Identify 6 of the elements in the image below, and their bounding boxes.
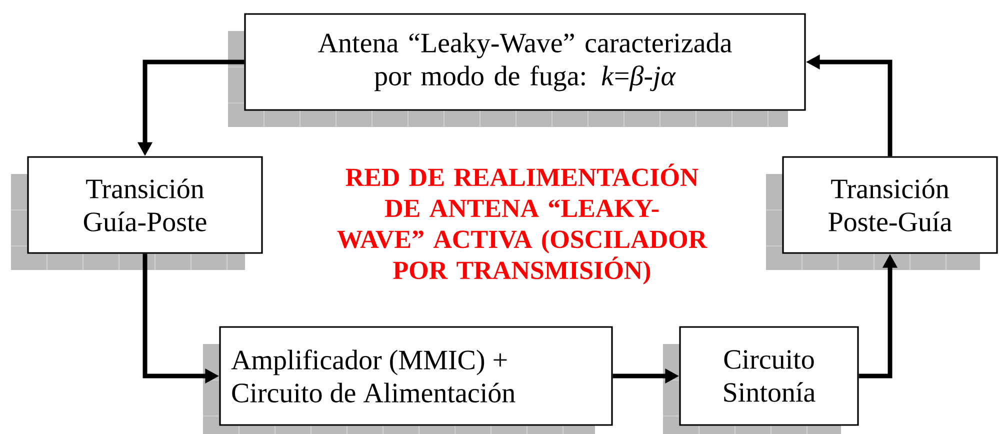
process-box: Transición Poste-Guía <box>766 156 998 270</box>
process-box: Amplificador (MMIC) + Circuito de Alimentación <box>202 326 613 434</box>
process-box: Circuito Sintonía <box>662 326 859 434</box>
title-text: RED DE REALIMENTACIÓN DE ANTENA “LEAKY-WAVE” ACTIVA (OSCILADOR POR TRANSMISIÓN) <box>337 164 708 284</box>
process-box: Antena “Leaky-Wave” caracterizada por modo de fuga: k=β-jα <box>228 13 806 128</box>
process-box: Transición Guía-Poste <box>10 156 263 270</box>
